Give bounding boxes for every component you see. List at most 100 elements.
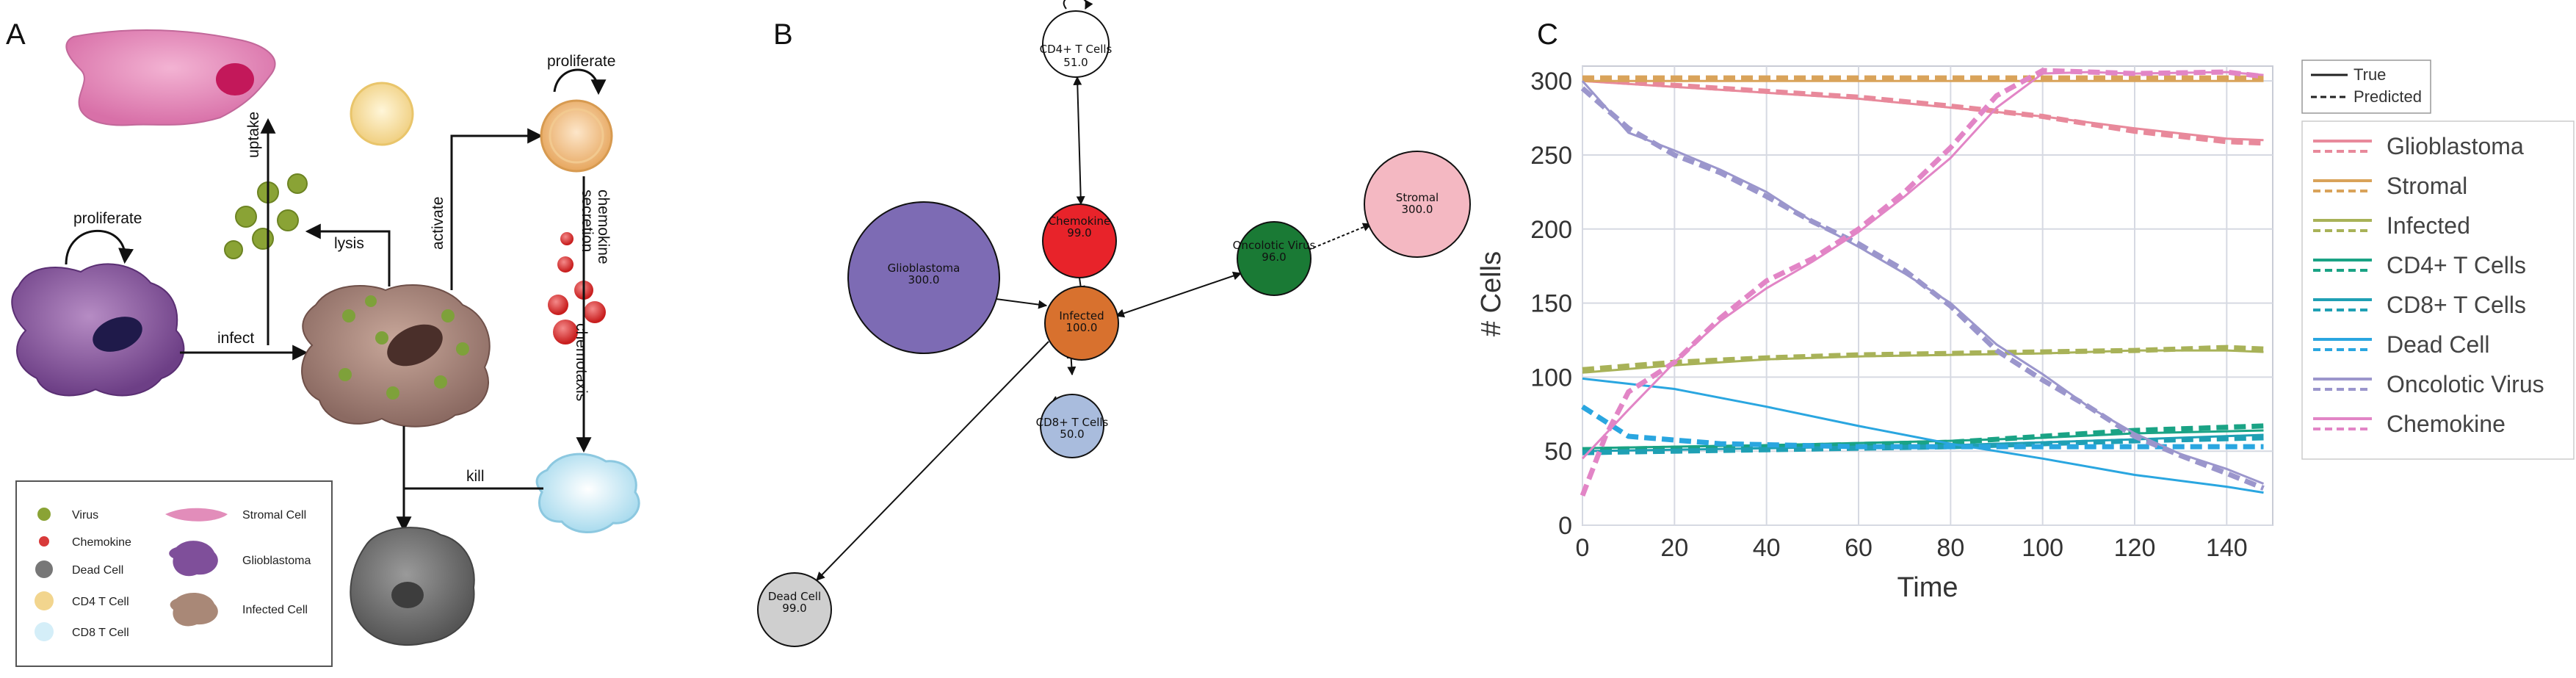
node-cd4-name: CD4+ T Cells — [1040, 43, 1112, 56]
node-cd8-value: 50.0 — [1060, 428, 1084, 441]
series-true-line — [1582, 79, 2264, 142]
x-tick-label: 40 — [1753, 534, 1781, 562]
x-tick-label: 80 — [1936, 534, 1964, 562]
x-tick-label: 100 — [2022, 534, 2063, 562]
x-axis-title: Time — [1897, 572, 1958, 603]
legend-item: Dead Cell — [2313, 331, 2490, 358]
edge-virus-stromal — [1308, 223, 1372, 250]
node-infected-name: Infected — [1059, 309, 1104, 322]
virus-legend-icon — [37, 508, 51, 521]
y-tick-label: 150 — [1530, 290, 1572, 318]
legend-series-name: Oncolotic Virus — [2387, 371, 2544, 397]
stromal-legend-icon — [165, 508, 228, 522]
node-chemokine-name: Chemokine — [1049, 214, 1111, 228]
legend-dead-cell: Dead Cell — [72, 564, 123, 577]
panel-a-letter: A — [6, 18, 26, 51]
proliferate-left-label: proliferate — [73, 210, 142, 227]
legend-cd8: CD8 T Cell — [72, 627, 129, 639]
x-tick-label: 60 — [1845, 534, 1873, 562]
legend-stromal: Stromal Cell — [242, 509, 306, 522]
series-true-line — [1582, 377, 2264, 494]
legend-infected: Infected Cell — [242, 604, 308, 616]
proliferate-right-label: proliferate — [547, 53, 615, 70]
panel-c-letter: C — [1537, 18, 1558, 51]
network-node-cd8: CD8+ T Cells 50.0 — [1036, 394, 1109, 458]
network-node-stromal: Stromal 300.0 — [1364, 151, 1471, 258]
legend-series-name: Infected — [2387, 212, 2470, 239]
node-infected-value: 100.0 — [1066, 321, 1098, 334]
node-cd4-value: 51.0 — [1063, 56, 1088, 69]
kill-arrow — [396, 487, 543, 533]
infected-legend-icon — [170, 592, 218, 627]
y-axis-title: # Cells — [1476, 251, 1507, 336]
series-predicted-line — [1580, 68, 2264, 497]
stromal-cell — [65, 29, 276, 126]
x-tick-label: 20 — [1660, 534, 1688, 562]
chemokine-secretion-label-1: chemokine — [595, 190, 612, 264]
cd8-legend-icon — [35, 622, 54, 641]
node-deadcell-name: Dead Cell — [768, 590, 821, 603]
cd8-t-cell — [535, 452, 640, 533]
node-virus-name: Oncolotic Virus — [1233, 239, 1316, 252]
legend-series-name: Dead Cell — [2387, 331, 2490, 358]
activate-label: activate — [430, 197, 446, 250]
node-glioblastoma-name: Glioblastoma — [888, 262, 960, 275]
infect-label: infect — [217, 330, 254, 347]
legend-series-name: Stromal — [2387, 173, 2467, 199]
legend-item: Infected — [2313, 212, 2470, 239]
uptake-label: uptake — [245, 112, 262, 158]
legend-item: CD8+ T Cells — [2313, 292, 2526, 318]
cd4-legend-icon — [35, 591, 54, 610]
activate-arrow — [450, 128, 543, 290]
legend-series-name: Chemokine — [2387, 411, 2506, 437]
dead-cell — [350, 527, 475, 646]
chemokine-droplets — [548, 232, 606, 345]
legend-cd4: CD4 T Cell — [72, 596, 129, 608]
network-edges — [816, 0, 1372, 581]
network-node-virus: Oncolotic Virus 96.0 — [1233, 221, 1316, 296]
proliferate-left-arrow — [65, 229, 134, 265]
legend-true-label: True — [2354, 65, 2386, 84]
panel-b-letter: B — [773, 18, 793, 51]
node-deadcell-value: 99.0 — [782, 602, 806, 615]
legend-series-name: Glioblastoma — [2387, 133, 2524, 159]
edge-cd4-self — [1063, 0, 1093, 10]
node-cd8-name: CD8+ T Cells — [1036, 416, 1109, 429]
panel-a: A proliferate infect — [6, 18, 640, 667]
panel-a-legend: Virus Chemokine Dead Cell CD4 T Cell CD8… — [15, 480, 333, 667]
y-tick-label: 0 — [1558, 512, 1572, 540]
node-glioblastoma-value: 300.0 — [908, 273, 940, 286]
series-predicted-line — [1582, 423, 2264, 452]
legend-predicted-label: Predicted — [2354, 87, 2422, 106]
cd4-t-cell-activated — [540, 99, 613, 173]
legend-chemokine: Chemokine — [72, 536, 131, 549]
style-legend: True Predicted — [2301, 59, 2431, 114]
legend-glioblastoma: Glioblastoma — [242, 555, 311, 567]
node-virus-value: 96.0 — [1262, 250, 1286, 264]
virus-cluster — [224, 173, 308, 259]
lysis-arrow — [305, 223, 391, 286]
dead-cell-legend-icon — [35, 560, 53, 578]
edge-cd4-chemokine — [1073, 76, 1085, 206]
y-tick-label: 300 — [1530, 68, 1572, 95]
legend-series-name: CD8+ T Cells — [2387, 292, 2526, 318]
y-tick-label: 100 — [1530, 364, 1572, 392]
edge-infected-virus — [1115, 271, 1242, 318]
plot-lines — [1580, 68, 2265, 497]
series-predicted-line — [1581, 404, 2264, 450]
series-true-line — [1582, 349, 2264, 374]
network-node-chemokine: Chemokine 99.0 — [1042, 203, 1117, 278]
chemokine-secretion-label-2: secretion — [579, 190, 596, 252]
y-tick-label: 250 — [1530, 142, 1572, 170]
glioblastoma-cell — [11, 263, 185, 397]
panel-b: B CD4+ T Cells 51.0 Chemokine 99.0 Gliob… — [757, 0, 1471, 647]
legend-item: Chemokine — [2313, 411, 2506, 437]
chemotaxis-label: chemotaxis — [573, 323, 590, 401]
infected-cell — [301, 284, 491, 428]
y-tick-label: 200 — [1530, 216, 1572, 244]
proliferate-right-arrow — [553, 68, 607, 95]
x-tick-label: 120 — [2114, 534, 2156, 562]
